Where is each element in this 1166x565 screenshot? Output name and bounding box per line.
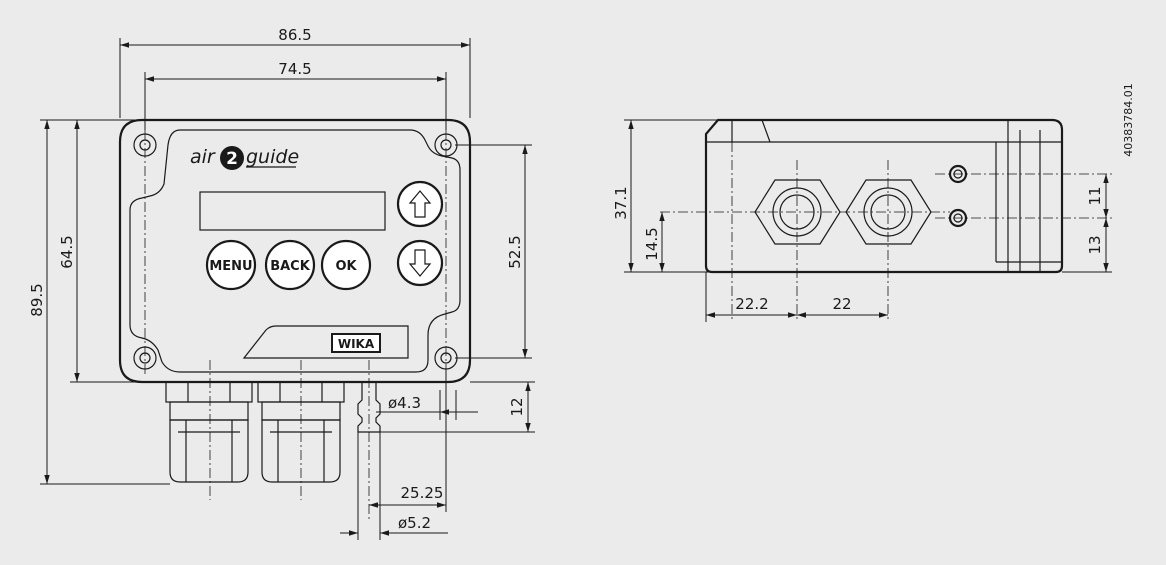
back-button[interactable]: BACK [264, 239, 316, 291]
wika-text: WIKA [338, 337, 375, 351]
cable-gland-left [165, 381, 253, 483]
down-button[interactable] [396, 239, 444, 287]
dim-overall-width: 86.5 [278, 26, 311, 44]
dim-overall-height: 89.5 [28, 283, 46, 316]
front-view: air 2 guide MENU BACK OK [28, 26, 535, 540]
logo-prefix: air [190, 146, 216, 168]
housing-inner-contour [129, 129, 461, 373]
menu-button[interactable]: MENU [205, 239, 257, 291]
dim-nozzle-length: 12 [508, 397, 526, 416]
dim-nozzle-offset: 25.25 [401, 484, 444, 502]
dim-port-spacing: 11 [1086, 186, 1104, 205]
dim-housing-height: 64.5 [58, 235, 76, 268]
dim-hole-spacing-height: 52.5 [506, 235, 524, 268]
svg-text:OK: OK [335, 259, 357, 274]
lcd-display [199, 191, 386, 231]
housing-outline [118, 118, 472, 384]
svg-text:BACK: BACK [270, 259, 311, 274]
dim-side-depth: 37.1 [612, 186, 630, 219]
dim-port-height: 13 [1086, 235, 1104, 254]
dim-nozzle-outer-dia: ø5.2 [398, 514, 431, 532]
logo-badge [220, 146, 244, 170]
label-plate [242, 325, 409, 359]
up-button[interactable] [396, 180, 444, 228]
side-body-outline [704, 118, 1064, 274]
air2guide-logo: air 2 guide [190, 146, 299, 170]
wika-logo [331, 333, 381, 353]
side-view: 37.1 14.5 22.2 22 11 13 [612, 118, 1112, 322]
svg-text:MENU: MENU [209, 259, 252, 274]
dim-gland-offset: 22.2 [735, 295, 768, 313]
dim-gland-spacing: 22 [832, 295, 851, 313]
logo-numeral: 2 [226, 149, 238, 169]
dim-hole-spacing-width: 74.5 [278, 60, 311, 78]
pressure-nozzle [357, 382, 381, 433]
logo-suffix: guide [246, 146, 299, 168]
ok-button[interactable]: OK [320, 239, 372, 291]
dim-gland-height: 14.5 [643, 227, 661, 260]
drawing-id: 40383784.01 [1122, 83, 1135, 156]
arrow-up-icon [408, 190, 432, 218]
dim-nozzle-inner-dia: ø4.3 [388, 394, 421, 412]
arrow-down-icon [408, 249, 432, 277]
